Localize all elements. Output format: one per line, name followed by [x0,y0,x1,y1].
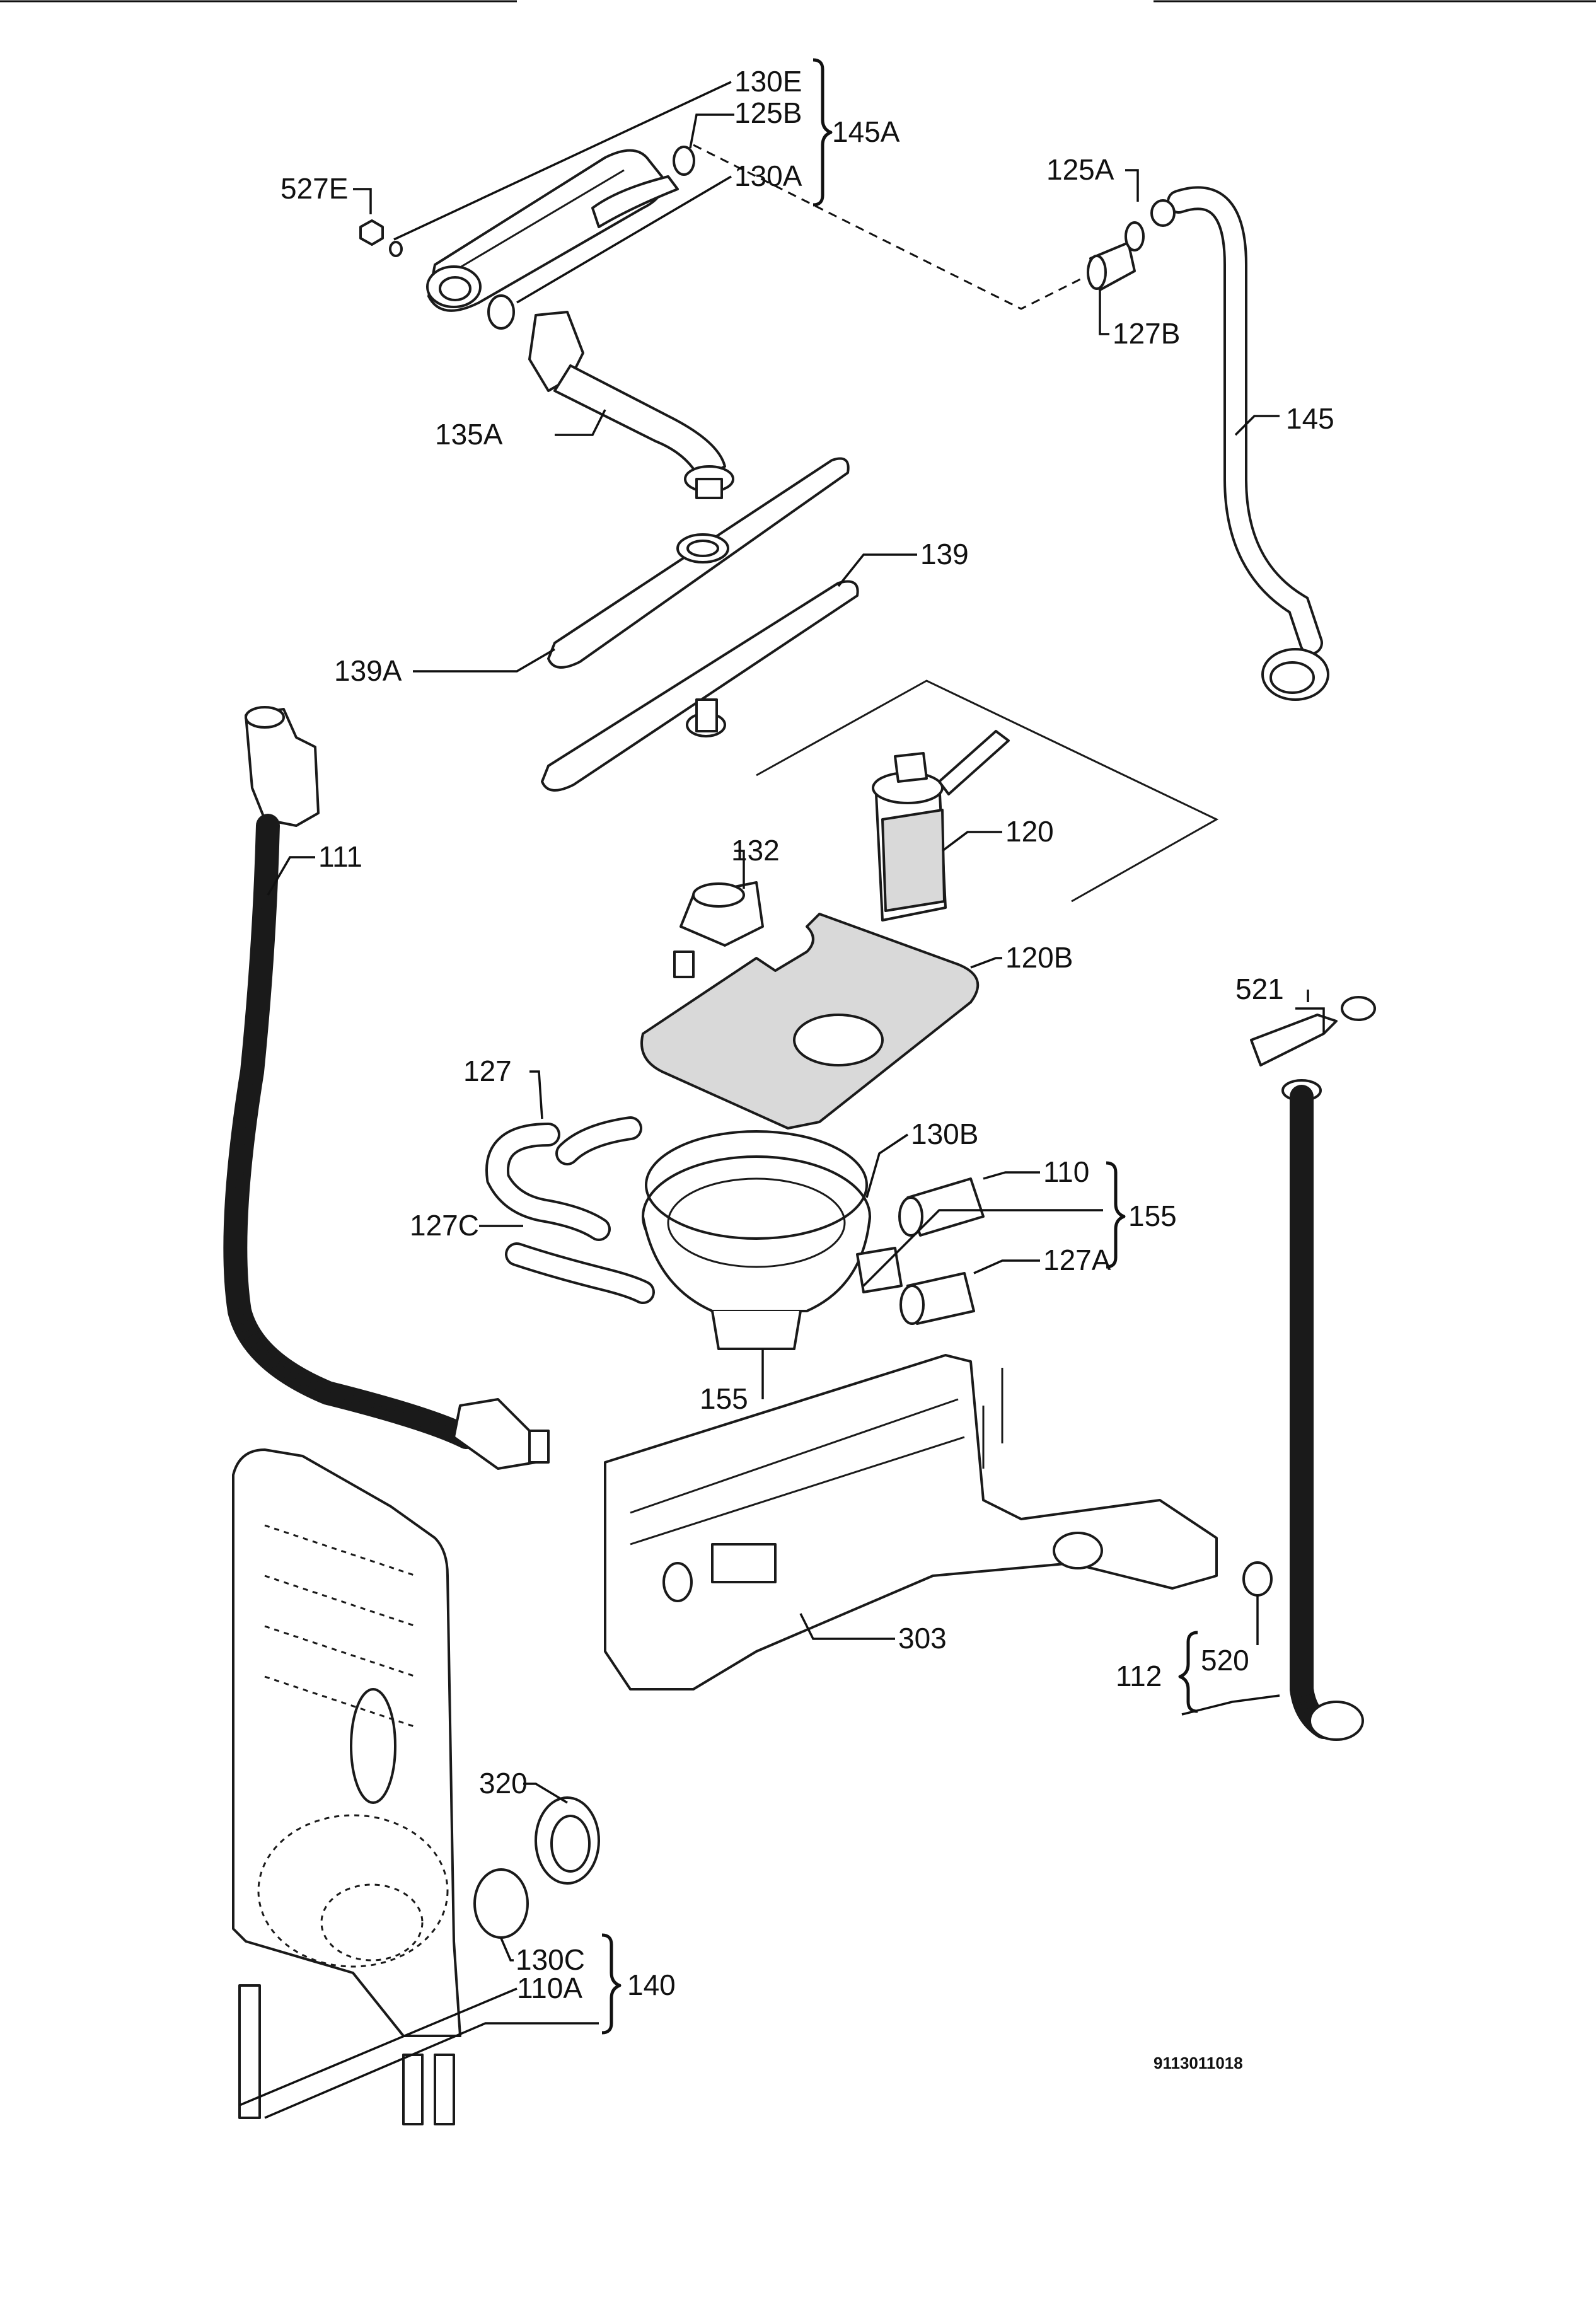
label-120B: 120B [1005,941,1073,974]
label-125A: 125A [1046,153,1114,186]
drawing-number: 9113011018 [1154,2054,1243,2072]
label-520: 520 [1201,1644,1249,1677]
drain-hose-lower [1242,996,1376,1741]
filter-and-strainer [640,730,1010,1130]
label-140: 140 [627,1968,676,2001]
filter-frame [756,679,1219,903]
label-145: 145 [1286,402,1334,435]
label-130E: 130E [734,65,802,98]
label-111: 111 [318,840,362,873]
label-132: 132 [731,834,780,867]
lower-spray-arms [541,457,859,792]
part-labels: 130E 125B 145A 130A 527E 125A 127B 145 1… [280,65,1334,2072]
label-130A: 130A [734,159,802,192]
upper-spray-arm-assembly [359,146,695,330]
label-527E: 527E [280,172,348,205]
label-127B: 127B [1113,317,1180,350]
label-127: 127 [463,1055,512,1087]
label-303: 303 [898,1622,947,1655]
dashed-line [693,144,1085,310]
label-155-bottom: 155 [700,1382,748,1415]
brackets [601,58,1198,2035]
label-110A: 110A [517,1972,582,2004]
label-110: 110 [1043,1155,1089,1188]
base-tray [604,1354,1218,1690]
label-130B: 130B [911,1118,978,1150]
label-320: 320 [479,1767,528,1800]
label-145A: 145A [832,115,900,148]
label-130C: 130C [516,1943,585,1976]
supply-pipe [528,311,734,499]
label-127C: 127C [410,1209,479,1242]
water-softener-tank [232,1448,600,2125]
label-135A: 135A [435,418,503,451]
label-521: 521 [1235,973,1284,1005]
drain-hose-upper [1087,186,1329,701]
label-112: 112 [1116,1660,1162,1692]
sump-hoses [485,1116,985,1325]
label-120: 120 [1005,815,1054,848]
inlet-hose [223,706,550,1470]
valve-132 [673,881,764,978]
label-139: 139 [920,538,969,570]
label-125B: 125B [734,96,802,129]
label-139A: 139A [334,654,402,687]
leader-lines [239,81,1325,2119]
label-155-right: 155 [1128,1199,1177,1232]
label-127A: 127A [1043,1244,1111,1276]
sump-assembly [642,1130,903,1350]
